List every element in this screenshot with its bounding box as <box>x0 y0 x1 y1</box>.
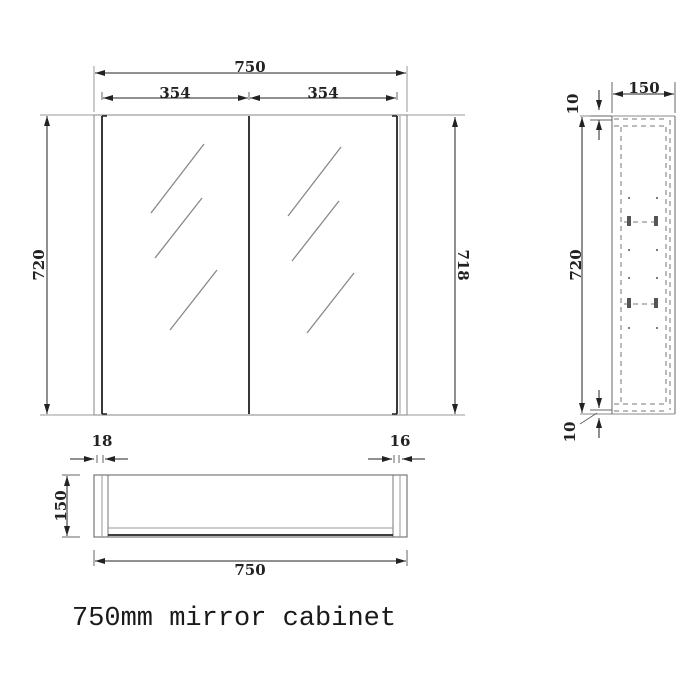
top-view-outline <box>93 474 408 538</box>
dim-right-panel: 16 <box>390 432 411 450</box>
dim-top-width: 750 <box>234 561 265 579</box>
dim-side-height: 720 <box>567 249 585 280</box>
hidden-lines <box>614 118 671 412</box>
dim-side-depth: 150 <box>628 79 659 97</box>
cabinet-outline <box>93 114 408 416</box>
dim-bottom-offset: 10 <box>561 422 579 443</box>
dim-height-left: 720 <box>30 249 48 280</box>
dim-top-offset: 10 <box>564 94 582 115</box>
front-view: 750 354 354 720 718 <box>30 58 472 416</box>
hinge-icon <box>627 197 658 329</box>
dim-depth: 150 <box>52 490 70 521</box>
side-view: 150 <box>561 79 676 443</box>
dim-overall-width: 750 <box>234 58 265 76</box>
mirror-reflection-icon <box>287 146 355 334</box>
top-view: 18 16 150 750 <box>52 432 425 579</box>
drawing-caption: 750mm mirror cabinet <box>72 604 397 634</box>
dim-door-right-width: 354 <box>307 84 338 102</box>
dim-door-left-width: 354 <box>159 84 190 102</box>
mirror-reflection-icon <box>150 143 218 331</box>
dim-height-right: 718 <box>454 249 472 280</box>
dim-left-panel: 18 <box>92 432 113 450</box>
